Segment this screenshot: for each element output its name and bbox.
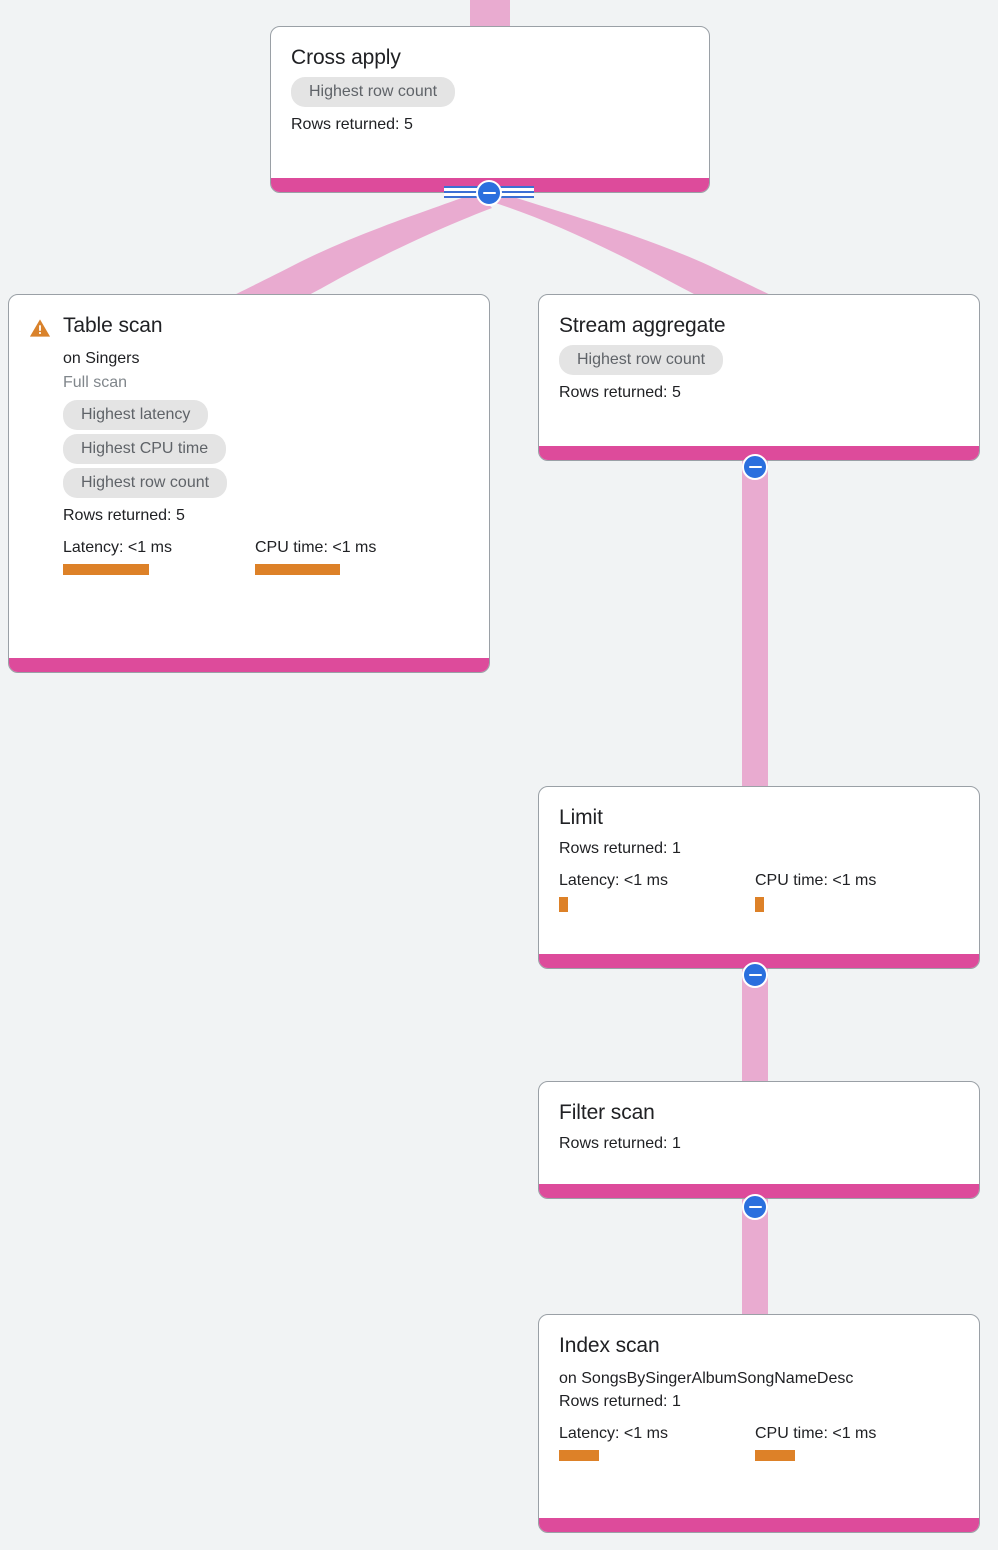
plan-node-cross-apply[interactable]: Cross apply Highest row count Rows retur…: [270, 26, 710, 193]
node-accent-bar: [539, 446, 979, 460]
node-badges: Highest row count: [559, 345, 959, 375]
rows-returned: Rows returned: 1: [559, 1393, 681, 1410]
node-badges: Highest row count: [291, 77, 689, 107]
metric-latency: Latency: <1 ms: [559, 870, 755, 912]
metric-bar: [755, 1450, 795, 1461]
node-subtitle: on Singers: [63, 350, 140, 367]
collapse-toggle-filter-scan[interactable]: [742, 1194, 768, 1220]
node-header: Stream aggregate: [559, 313, 959, 339]
node-badges: Highest latency Highest CPU time Highest…: [63, 400, 469, 498]
node-header: Filter scan: [559, 1100, 959, 1126]
rows-returned: Rows returned: 5: [63, 507, 185, 524]
node-metrics: Latency: <1 ms CPU time: <1 ms: [63, 537, 469, 575]
node-body: Filter scan Rows returned: 1: [539, 1082, 979, 1184]
metric-label: CPU time: <1 ms: [755, 872, 877, 889]
metric-latency: Latency: <1 ms: [63, 537, 255, 575]
node-header: Cross apply: [291, 45, 689, 71]
status-badge-latency: Highest latency: [63, 400, 209, 430]
rows-returned: Rows returned: 5: [291, 116, 413, 133]
metric-label: Latency: <1 ms: [559, 1425, 668, 1442]
metric-label: CPU time: <1 ms: [255, 539, 377, 556]
status-badge-rows: Highest row count: [63, 468, 228, 498]
collapse-toggle-cross-apply[interactable]: [476, 180, 502, 206]
node-accent-bar: [9, 658, 489, 672]
node-body: Cross apply Highest row count Rows retur…: [271, 27, 709, 178]
status-badge-cpu: Highest CPU time: [63, 434, 227, 464]
minus-icon: [482, 191, 496, 195]
plan-node-limit[interactable]: Limit Rows returned: 1 Latency: <1 ms CP…: [538, 786, 980, 969]
node-header: Index scan: [559, 1333, 959, 1359]
metric-bar: [559, 897, 568, 912]
node-metrics: Latency: <1 ms CPU time: <1 ms: [559, 870, 959, 912]
node-header: Limit: [559, 805, 959, 831]
collapse-toggle-limit[interactable]: [742, 962, 768, 988]
minus-icon: [748, 465, 762, 469]
metric-bar: [255, 564, 340, 575]
status-badge: Highest row count: [559, 345, 724, 375]
node-scan-type: Full scan: [63, 374, 128, 391]
node-body: Table scan on Singers Full scan Highest …: [9, 295, 489, 658]
metric-label: Latency: <1 ms: [63, 539, 172, 556]
metric-bar: [559, 1450, 599, 1461]
node-body: Stream aggregate Highest row count Rows …: [539, 295, 979, 446]
minus-icon: [748, 1205, 762, 1209]
plan-node-filter-scan[interactable]: Filter scan Rows returned: 1: [538, 1081, 980, 1199]
node-metrics: Latency: <1 ms CPU time: <1 ms: [559, 1423, 959, 1461]
metric-cpu-time: CPU time: <1 ms: [755, 1423, 876, 1461]
node-title: Index scan: [559, 1334, 660, 1357]
rows-returned: Rows returned: 5: [559, 384, 681, 401]
node-title: Limit: [559, 806, 603, 829]
metric-latency: Latency: <1 ms: [559, 1423, 755, 1461]
node-title: Filter scan: [559, 1101, 655, 1124]
node-body: Index scan on SongsBySingerAlbumSongName…: [539, 1315, 979, 1518]
node-title: Cross apply: [291, 46, 401, 69]
node-body: Limit Rows returned: 1 Latency: <1 ms CP…: [539, 787, 979, 954]
metric-cpu-time: CPU time: <1 ms: [255, 537, 376, 575]
rows-returned: Rows returned: 1: [559, 1135, 681, 1152]
metric-cpu-time: CPU time: <1 ms: [755, 870, 876, 912]
metric-bar: [63, 564, 149, 575]
minus-icon: [748, 973, 762, 977]
status-badge: Highest row count: [291, 77, 456, 107]
edge-stream-aggregate-to-limit: [742, 460, 768, 795]
plan-node-index-scan[interactable]: Index scan on SongsBySingerAlbumSongName…: [538, 1314, 980, 1533]
collapse-toggle-stream-aggregate[interactable]: [742, 454, 768, 480]
node-title: Table scan: [63, 314, 163, 337]
node-title: Stream aggregate: [559, 314, 726, 337]
node-accent-bar: [539, 954, 979, 968]
metric-bar: [755, 897, 764, 912]
node-accent-bar: [539, 1184, 979, 1198]
node-header: Table scan: [29, 313, 469, 339]
metric-label: Latency: <1 ms: [559, 872, 668, 889]
node-accent-bar: [539, 1518, 979, 1532]
plan-node-table-scan[interactable]: Table scan on Singers Full scan Highest …: [8, 294, 490, 673]
rows-returned: Rows returned: 1: [559, 840, 681, 857]
node-subtitle: on SongsBySingerAlbumSongNameDesc: [559, 1370, 854, 1387]
metric-label: CPU time: <1 ms: [755, 1425, 877, 1442]
warning-triangle-icon: [29, 319, 51, 337]
plan-node-stream-aggregate[interactable]: Stream aggregate Highest row count Rows …: [538, 294, 980, 461]
